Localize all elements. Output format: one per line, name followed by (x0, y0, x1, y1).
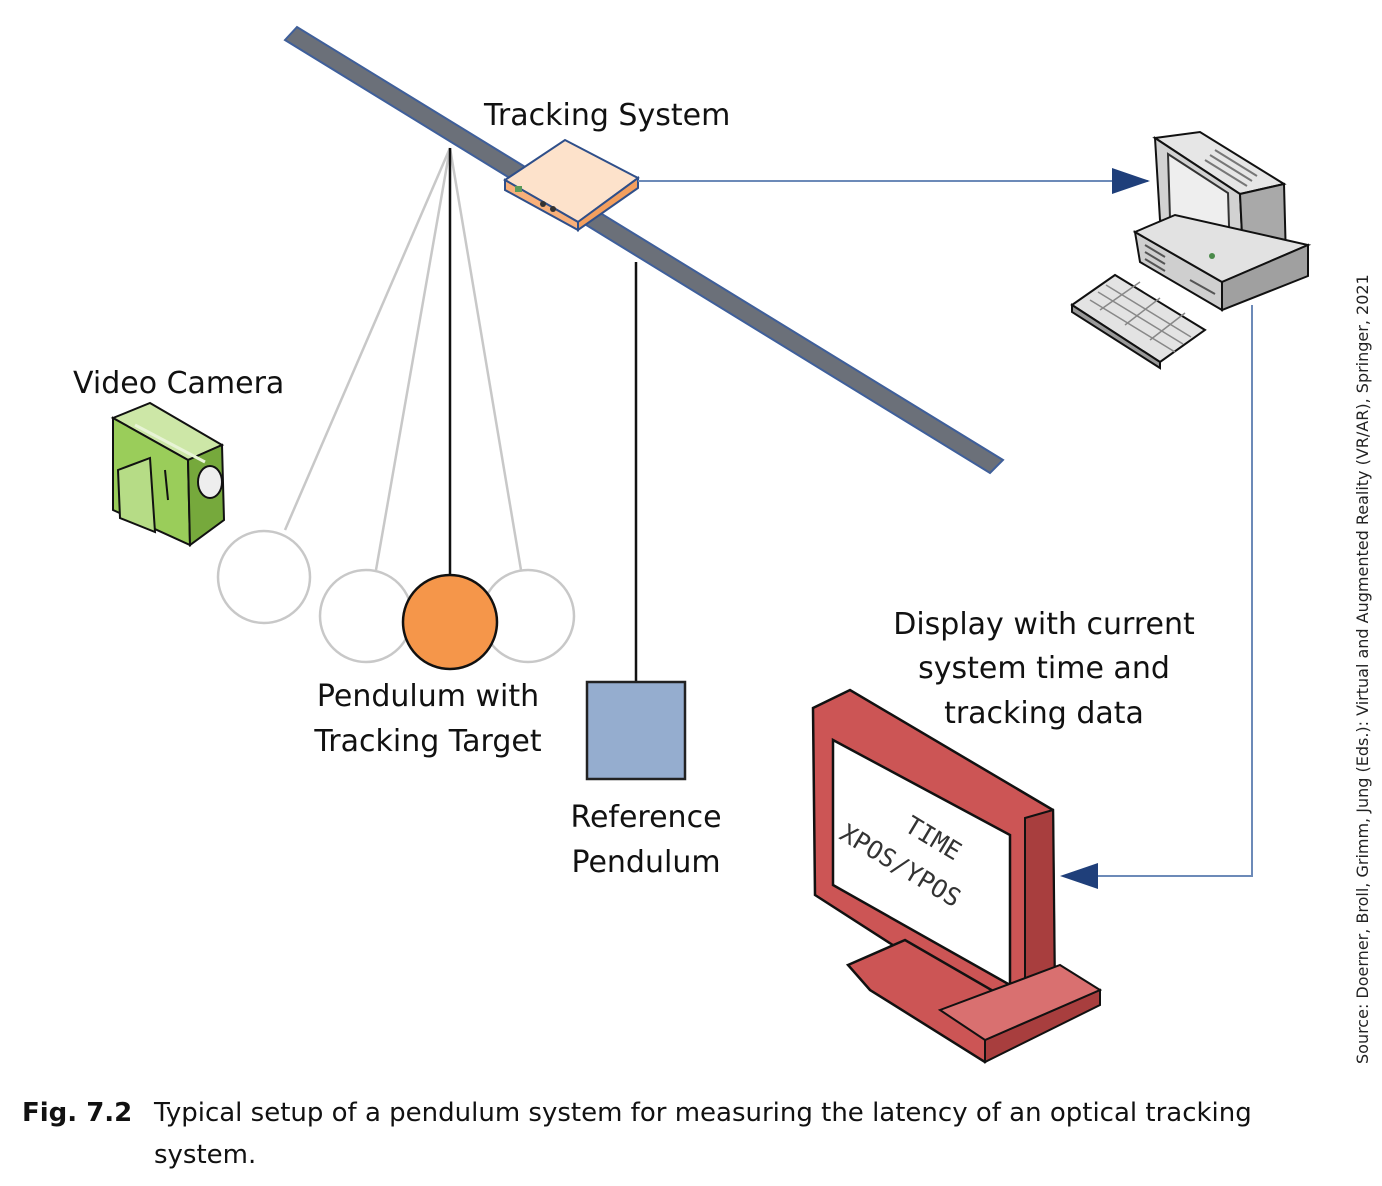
computer-icon (1132, 130, 1312, 312)
pendulum-setup-diagram: TIME XPOS/YPOS Tracking System Video Cam… (73, 25, 1372, 1064)
ceiling-beam (283, 25, 1005, 475)
video-camera-icon (110, 401, 226, 547)
video-camera-label: Video Camera (73, 366, 284, 401)
pendulum-target-label-line1: Pendulum with (317, 679, 539, 714)
display-label-line3: tracking data (944, 696, 1144, 731)
pendulum-tracking-target (401, 573, 499, 671)
figure-number: Fig. 7.2 (22, 1098, 133, 1128)
monitor-icon (811, 688, 1103, 1064)
caption-text: Typical setup of a pendulum system for m… (154, 1098, 1252, 1170)
tracking-system-label: Tracking System (483, 98, 730, 133)
pendulum-target-label-line2: Tracking Target (313, 724, 541, 759)
arrowhead-computer (1112, 168, 1150, 194)
keyboard-icon (1070, 273, 1207, 370)
tracking-device-icon (503, 138, 640, 232)
figure-caption: Fig. 7.2 Typical setup of a pendulum sys… (22, 1092, 1342, 1176)
reference-pendulum-label-line2: Pendulum (571, 845, 720, 880)
arrow-computer-to-display (1098, 305, 1253, 877)
display-label-line2: system time and (918, 651, 1170, 686)
source-note: Source: Doerner, Broll, Grimm, Jung (Eds… (1353, 274, 1372, 1064)
ghost-pendulum-strings (283, 147, 523, 571)
ghost-pendulum-balls (216, 529, 576, 664)
reference-pendulum-label-line1: Reference (570, 800, 721, 835)
arrowhead-display (1060, 863, 1098, 889)
reference-pendulum-weight (585, 680, 687, 781)
display-label-line1: Display with current (893, 607, 1195, 642)
